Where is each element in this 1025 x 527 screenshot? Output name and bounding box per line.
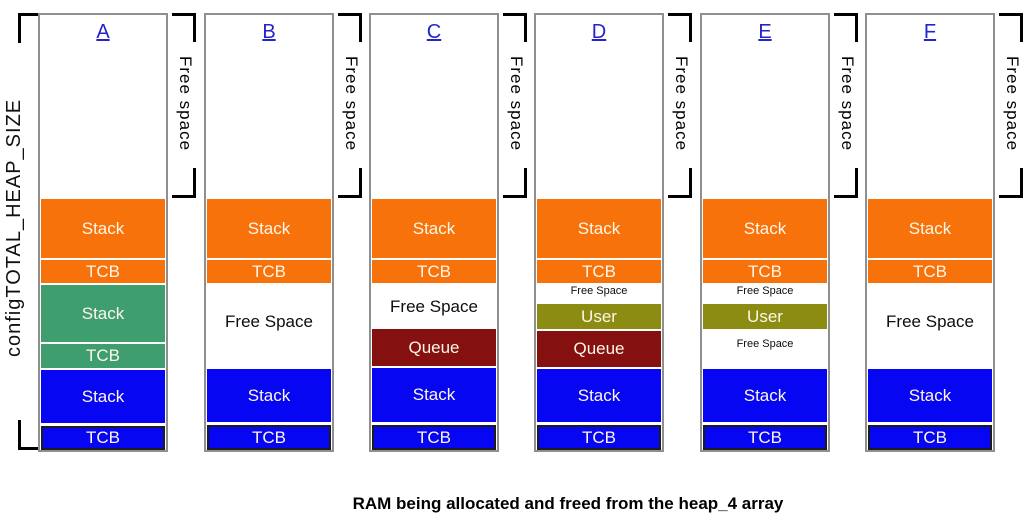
free-space-bracket-bottom	[172, 168, 196, 198]
block-stack: Stack	[703, 199, 827, 258]
free-space-label: Free space	[507, 56, 526, 152]
free-space-text: Free Space	[736, 285, 794, 297]
block-tcb: TCB	[868, 425, 992, 450]
snapshot-column-e: E Stack TCB Free Space User Free Space S…	[700, 13, 866, 452]
column-link-d[interactable]: D	[591, 21, 607, 43]
free-space-bracket-bottom	[338, 168, 362, 198]
free-space-bracket-top	[338, 13, 362, 42]
block-stack: Stack	[868, 199, 992, 258]
free-space-bracket-bottom	[503, 168, 527, 198]
free-space-label: Free space	[342, 56, 361, 152]
block-stack: Stack	[868, 369, 992, 422]
block-tcb: TCB	[372, 425, 496, 450]
column-link-f[interactable]: F	[923, 21, 937, 43]
column-link-a[interactable]: A	[96, 21, 110, 43]
free-space-label: Free space	[176, 56, 195, 152]
heap-box-f: F Stack TCB Free Space Stack TCB	[865, 13, 995, 452]
free-space-label: Free space	[1003, 56, 1022, 152]
column-link-c[interactable]: C	[426, 21, 442, 43]
free-space-text: Free Space	[390, 297, 478, 316]
snapshot-column-c: C Stack TCB Free Space Queue Stack TCB F…	[369, 13, 535, 452]
free-space-bracket-bottom	[834, 168, 858, 198]
free-space-bracket-bottom	[999, 168, 1023, 198]
block-tcb: TCB	[207, 425, 331, 450]
heap-box-d: D Stack TCB Free Space User Queue Stack …	[534, 13, 664, 452]
block-tcb: TCB	[372, 260, 496, 283]
column-link-e[interactable]: E	[758, 21, 772, 43]
free-space-text: Free Space	[570, 285, 628, 297]
block-user: User	[703, 304, 827, 329]
free-space-bracket-bottom	[668, 168, 692, 198]
block-stack: Stack	[207, 199, 331, 258]
heap-box-e: E Stack TCB Free Space User Free Space S…	[700, 13, 830, 452]
snapshot-column-a: A Stack TCB Stack TCB Stack TCB Free spa…	[38, 13, 204, 452]
heap-box-b: B Stack TCB Free Space Stack TCB	[204, 13, 334, 452]
heap-size-bracket-top	[18, 13, 41, 43]
block-stack: Stack	[372, 199, 496, 258]
free-space-label: Free space	[672, 56, 691, 152]
block-stack: Stack	[41, 285, 165, 342]
heap-box-a: A Stack TCB Stack TCB Stack TCB	[38, 13, 168, 452]
heap-size-label: configTOTAL_HEAP_SIZE	[3, 98, 25, 357]
block-tcb: TCB	[41, 344, 165, 368]
free-space-text: Free Space	[886, 312, 974, 331]
block-stack: Stack	[41, 370, 165, 423]
block-queue: Queue	[372, 329, 496, 366]
column-link-b[interactable]: B	[262, 21, 276, 43]
free-space-bracket-top	[503, 13, 527, 42]
free-space-bracket-top	[172, 13, 196, 42]
free-space-text: Free Space	[736, 338, 794, 350]
block-stack: Stack	[41, 199, 165, 258]
block-stack: Stack	[372, 368, 496, 422]
heap-box-c: C Stack TCB Free Space Queue Stack TCB	[369, 13, 499, 452]
block-user: User	[537, 304, 661, 329]
snapshot-column-b: B Stack TCB Free Space Stack TCB Free sp…	[204, 13, 370, 452]
block-stack: Stack	[703, 369, 827, 422]
free-space-text: Free Space	[225, 312, 313, 331]
block-tcb: TCB	[868, 260, 992, 283]
block-queue: Queue	[537, 331, 661, 367]
block-tcb: TCB	[207, 260, 331, 283]
free-space-bracket-top	[668, 13, 692, 42]
free-space-label: Free space	[838, 56, 857, 152]
block-tcb: TCB	[41, 260, 165, 283]
free-space-bracket-top	[834, 13, 858, 42]
block-tcb: TCB	[703, 260, 827, 283]
block-stack: Stack	[537, 369, 661, 422]
snapshot-column-f: F Stack TCB Free Space Stack TCB Free sp…	[865, 13, 1025, 452]
block-tcb: TCB	[537, 260, 661, 283]
block-tcb: TCB	[537, 425, 661, 450]
block-stack: Stack	[207, 369, 331, 422]
figure-caption: RAM being allocated and freed from the h…	[352, 494, 784, 513]
block-stack: Stack	[537, 199, 661, 258]
block-tcb: TCB	[41, 426, 165, 450]
free-space-bracket-top	[999, 13, 1023, 42]
heap-size-bracket-bottom	[18, 420, 41, 450]
block-tcb: TCB	[703, 425, 827, 450]
snapshot-column-d: D Stack TCB Free Space User Queue Stack …	[534, 13, 700, 452]
